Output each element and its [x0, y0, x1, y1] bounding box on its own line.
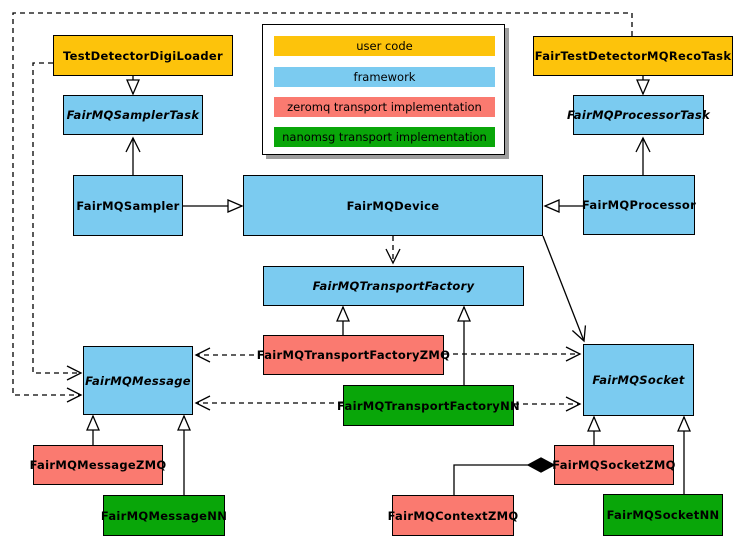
composition-diamond-icon	[526, 457, 556, 473]
legend-box: user code framework zeromq transport imp…	[262, 24, 505, 155]
node-fairmq-device: FairMQDevice	[243, 175, 543, 236]
node-fairmq-socket-nn: FairMQSocketNN	[603, 494, 723, 536]
node-fairmq-message-nn: FairMQMessageNN	[101, 495, 227, 536]
node-fairmq-context-zmq: FairMQContextZMQ	[388, 495, 518, 536]
node-fairmq-processor: FairMQProcessor	[582, 175, 696, 235]
node-fairmq-processor-task: FairMQProcessorTask	[567, 95, 710, 135]
node-fairmq-sampler: FairMQSampler	[73, 175, 183, 236]
legend-item-user-code: user code	[274, 36, 495, 56]
legend-item-framework: framework	[274, 67, 495, 87]
assoc-device-to-socket	[542, 235, 587, 343]
legend-item-nanomsg: nanomsg transport implementation	[274, 127, 495, 147]
dashed-link-recotask-to-message	[12, 12, 633, 403]
node-fairmq-socket: FairMQSocket	[583, 344, 694, 416]
node-fairmq-transport-factory-zmq: FairMQTransportFactoryZMQ	[257, 335, 450, 375]
node-test-detector-digi-loader: TestDetectorDigiLoader	[53, 35, 233, 76]
node-fairmq-message-zmq: FairMQMessageZMQ	[30, 445, 166, 485]
composition-line-contextzmq	[453, 464, 528, 495]
node-fair-test-detector-mq-reco-task: FairTestDetectorMQRecoTask	[533, 36, 733, 76]
node-fairmq-socket-zmq: FairMQSocketZMQ	[552, 445, 675, 485]
legend-item-zeromq: zeromq transport implementation	[274, 97, 495, 117]
node-fairmq-transport-factory: FairMQTransportFactory	[263, 266, 524, 306]
dashed-link-digiloader-to-message	[32, 62, 83, 381]
node-fairmq-transport-factory-nn: FairMQTransportFactoryNN	[337, 385, 520, 426]
node-fairmq-sampler-task: FairMQSamplerTask	[63, 95, 203, 135]
node-fairmq-message: FairMQMessage	[83, 346, 193, 415]
